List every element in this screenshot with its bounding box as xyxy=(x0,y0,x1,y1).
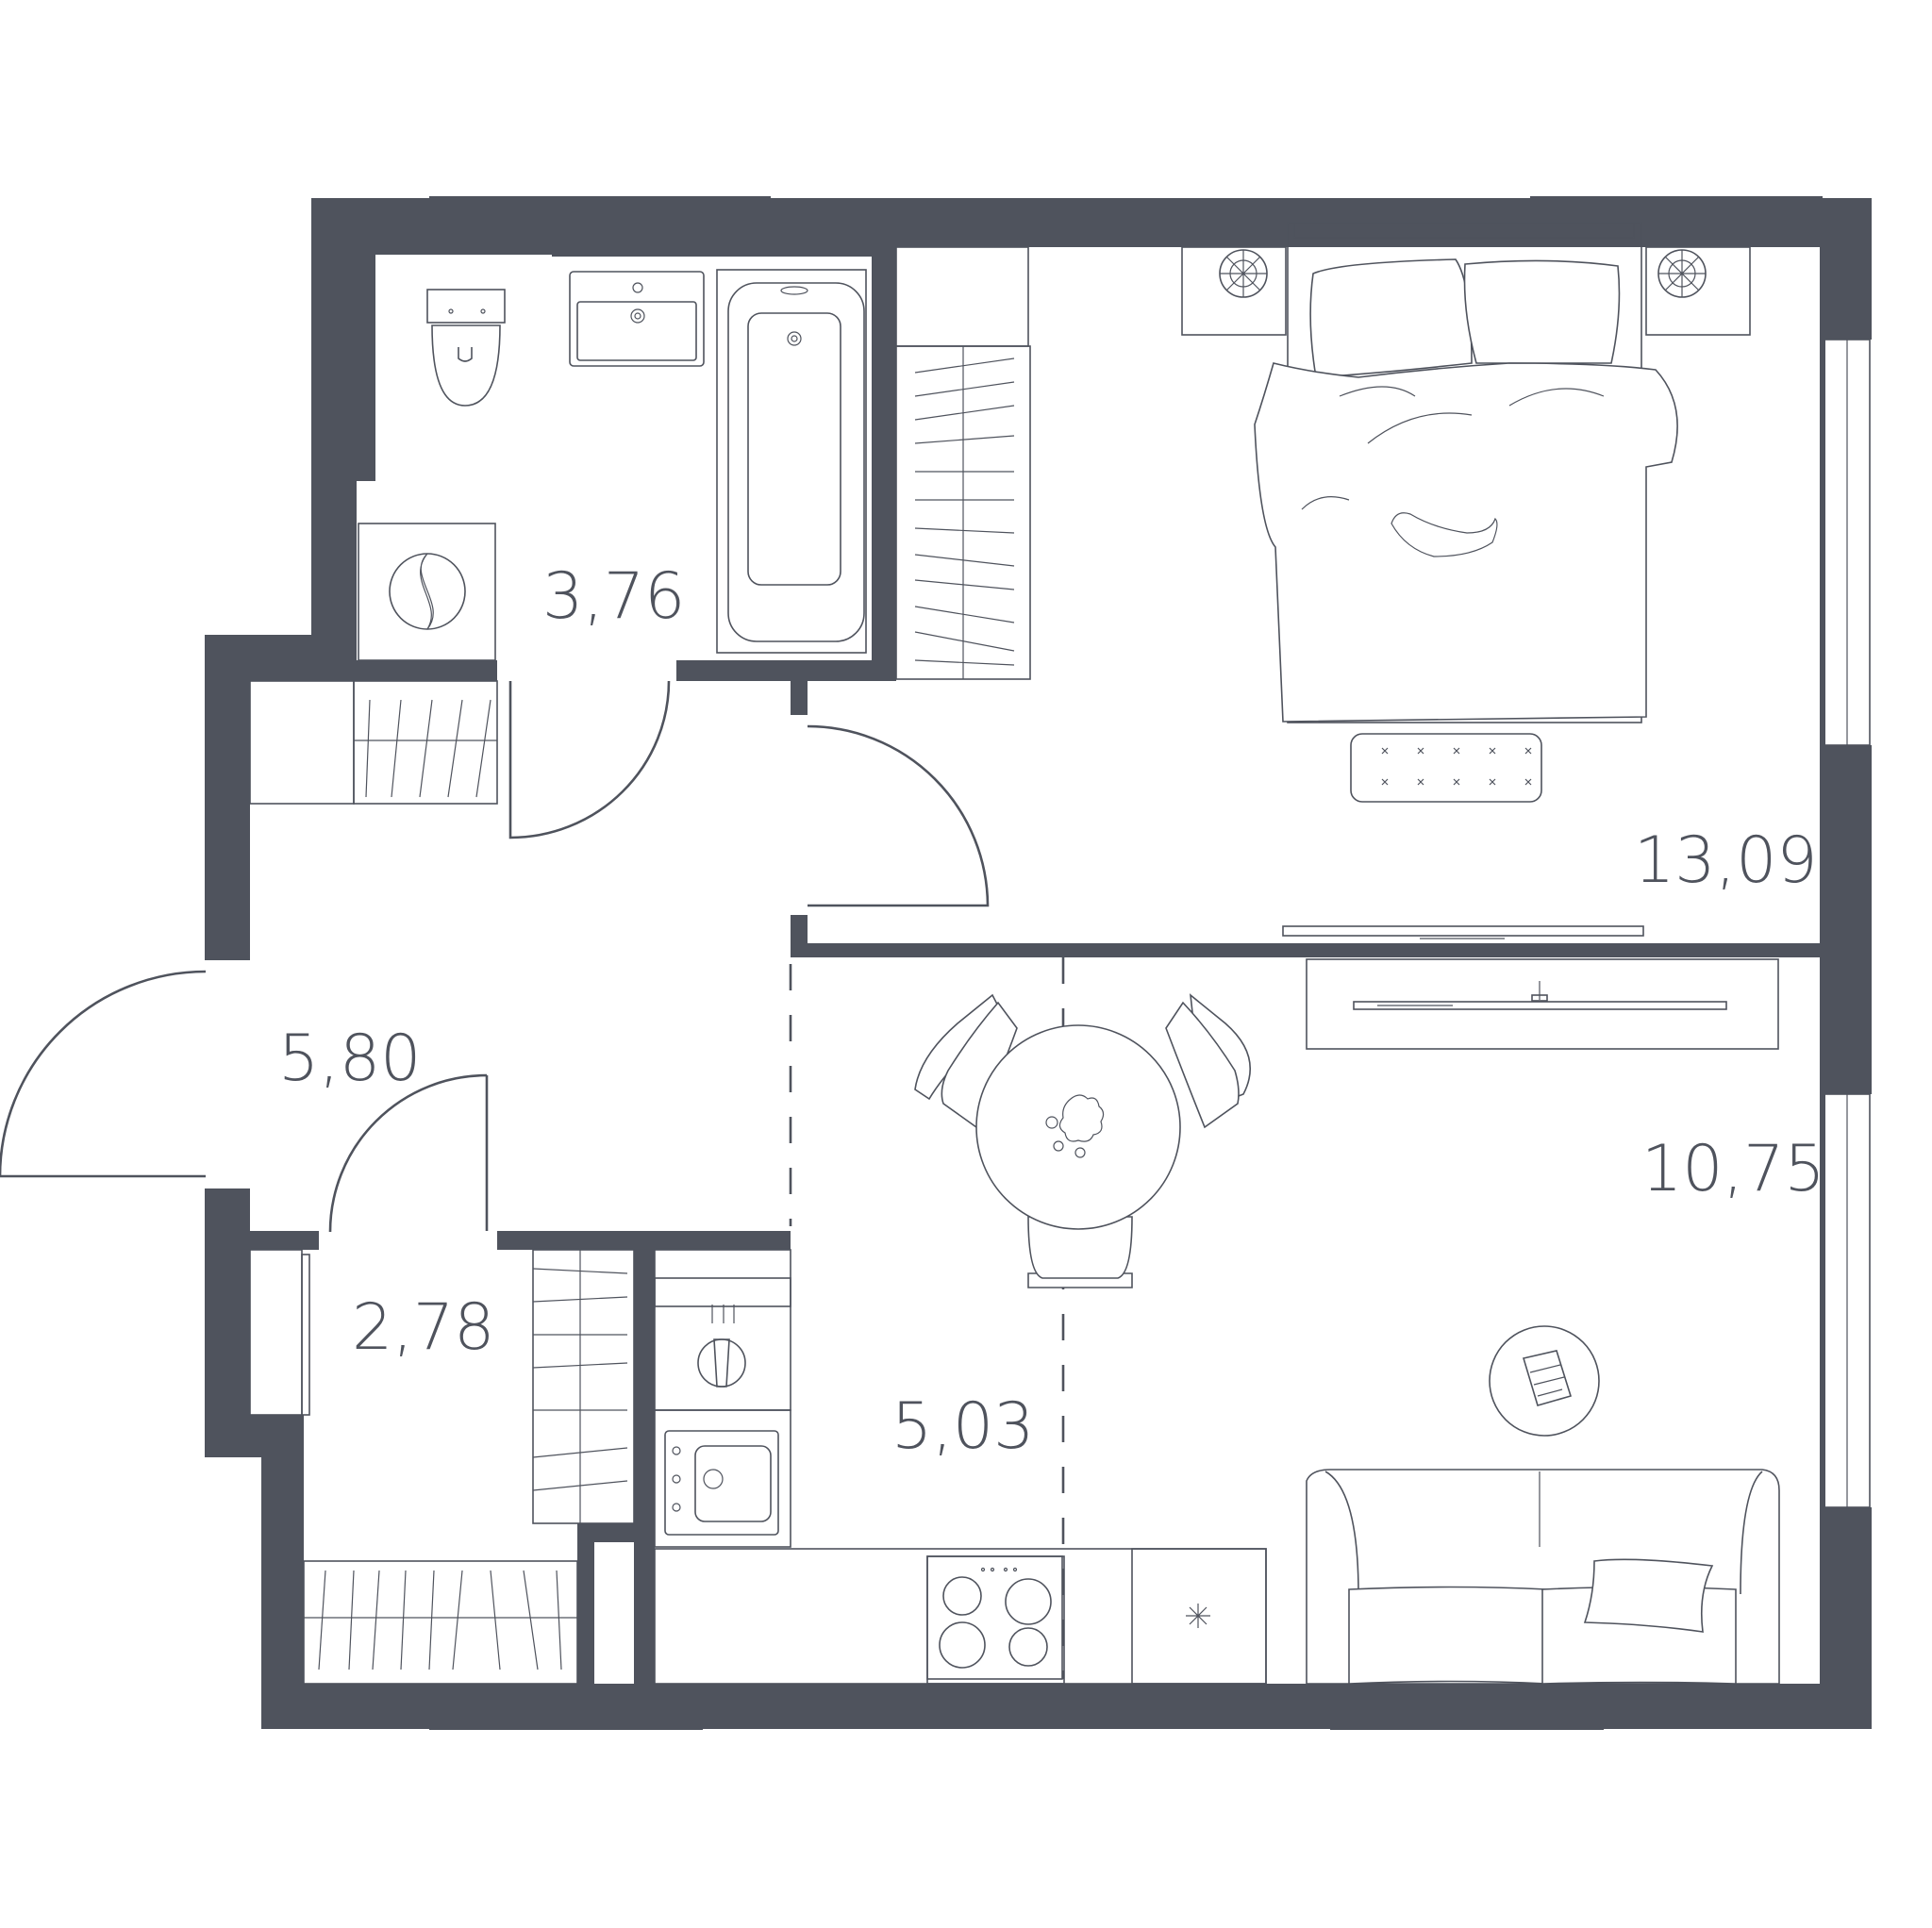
room-area-living-room: 10,75 xyxy=(1641,1132,1825,1206)
tv-icon xyxy=(1282,925,1644,939)
nightstand-icon xyxy=(1181,246,1287,336)
hallway-furniture xyxy=(249,680,635,1685)
walls xyxy=(205,196,1872,1730)
kitchen-furniture xyxy=(654,993,1267,1685)
coffee-table-icon xyxy=(1489,1325,1600,1437)
bedroom-door xyxy=(807,724,990,907)
washing-machine-icon xyxy=(358,523,496,661)
room-area-hallway: 5,80 xyxy=(278,1022,421,1096)
tv-stand-icon xyxy=(1306,958,1779,1050)
bathroom-door xyxy=(508,680,671,839)
nightstand-icon xyxy=(1645,246,1751,336)
room-area-bathroom: 3,76 xyxy=(542,559,685,634)
kitchen-sink-icon xyxy=(664,1305,779,1536)
room-area-bedroom: 13,09 xyxy=(1634,823,1818,898)
bed-icon xyxy=(1254,222,1678,723)
windows xyxy=(1824,339,1871,1508)
toilet-icon xyxy=(426,289,506,407)
room-area-kitchen: 5,03 xyxy=(891,1389,1034,1464)
stove-icon xyxy=(926,1555,1063,1680)
entrance-door xyxy=(0,970,207,1178)
dining-table-icon xyxy=(914,993,1251,1288)
living-furniture xyxy=(1306,958,1780,1685)
sofa-icon xyxy=(1306,1469,1780,1685)
fridge-icon xyxy=(1186,1604,1210,1628)
doors xyxy=(0,680,990,1233)
bedroom-furniture xyxy=(895,222,1751,939)
rug-icon xyxy=(1350,733,1542,803)
room-area-wardrobe: 2,78 xyxy=(352,1290,494,1365)
closet-icon xyxy=(895,246,1031,680)
bathtub-icon xyxy=(716,269,867,654)
wardrobe-door xyxy=(328,1073,489,1233)
sink-icon xyxy=(569,271,705,367)
bathroom-fixtures xyxy=(358,269,867,661)
